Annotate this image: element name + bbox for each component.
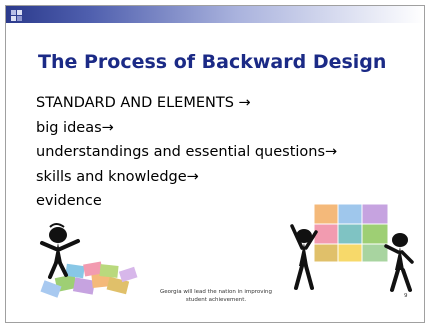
- slide-title: The Process of Backward Design: [38, 51, 387, 73]
- person-with-puzzle-pieces-clipart: [40, 223, 138, 298]
- list-item: evidence: [36, 193, 102, 209]
- page-number: 9: [404, 293, 408, 299]
- list-item: STANDARD AND ELEMENTS →: [36, 95, 251, 111]
- header-square: [17, 16, 22, 21]
- list-item: skills and knowledge→: [36, 168, 199, 185]
- header-gradient-bar: [6, 6, 424, 23]
- list-item: big ideas→: [36, 119, 114, 136]
- header-square: [11, 10, 16, 15]
- slide: The Process of Backward Design STANDARD …: [5, 5, 425, 323]
- two-people-holding-puzzle-clipart: [290, 203, 414, 292]
- list-item: understandings and essential questions→: [36, 144, 338, 160]
- slide-body-list: STANDARD AND ELEMENTS → big ideas→ under…: [36, 91, 337, 214]
- header-square: [11, 16, 16, 21]
- slide-footer: Georgia will lead the nation in improvin…: [160, 289, 272, 303]
- header-square: [17, 10, 22, 15]
